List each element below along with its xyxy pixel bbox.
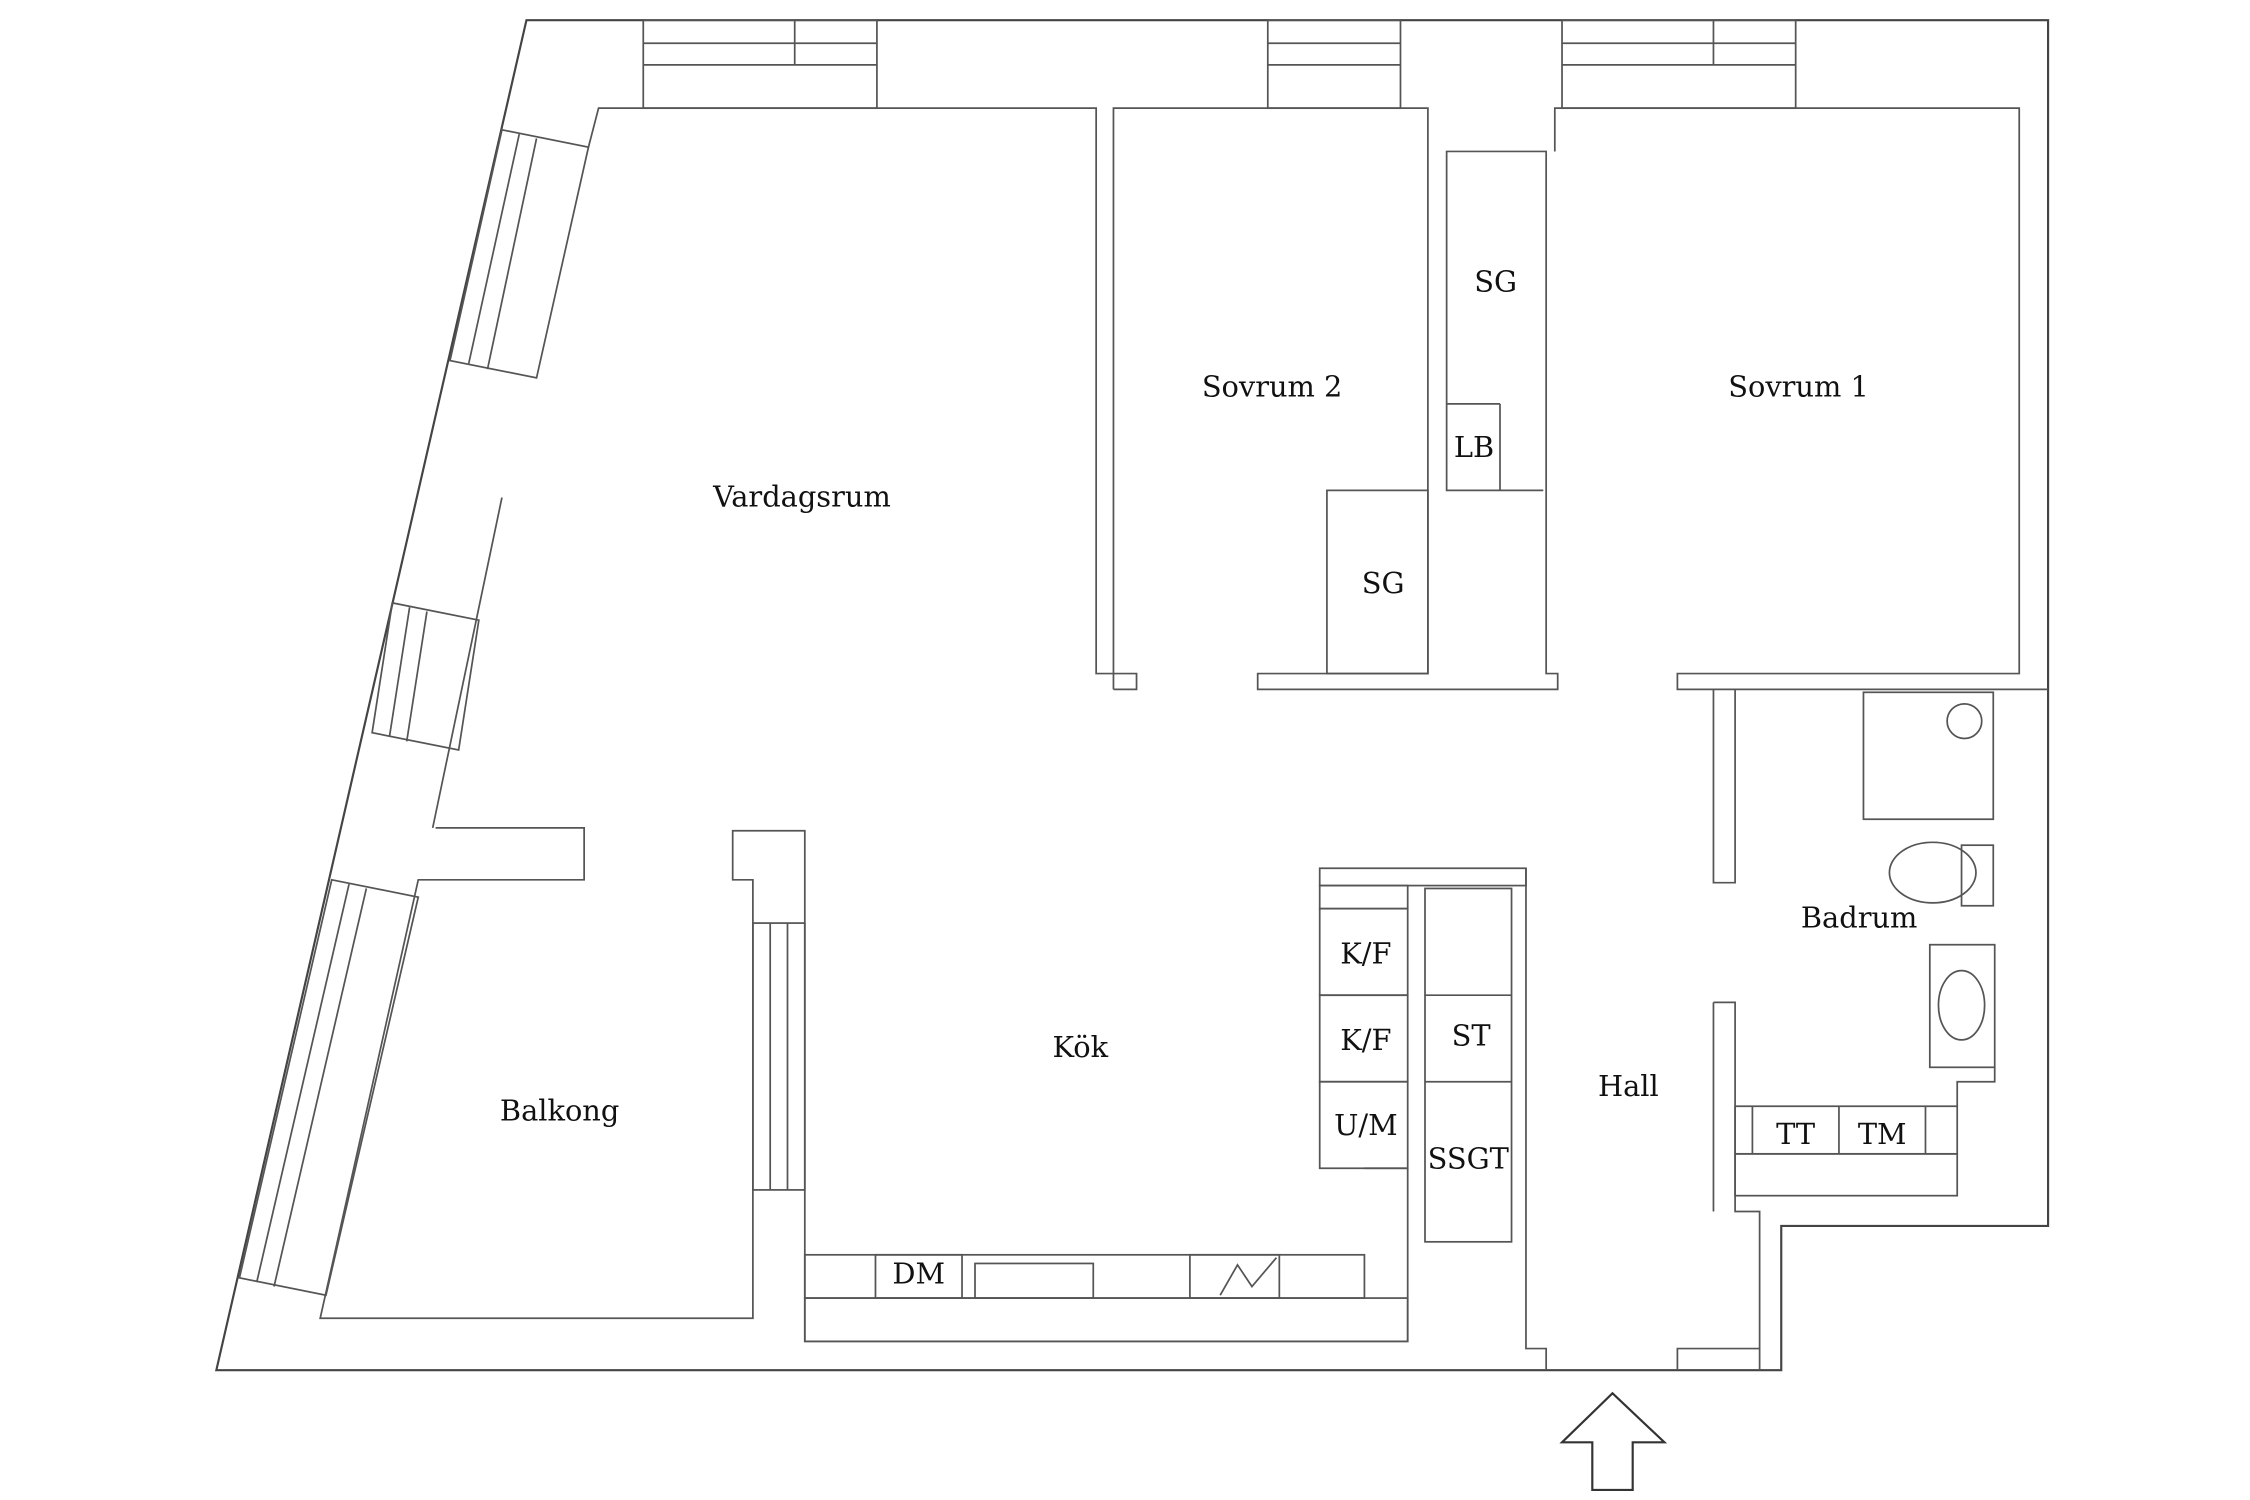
room-label-kok: Kök — [1052, 1030, 1108, 1064]
kitchen-cabinets — [803, 867, 1527, 1343]
outer-wall — [214, 19, 2050, 1372]
entrance-arrow-icon — [1559, 1391, 1668, 1491]
room-label-hall: Hall — [1598, 1069, 1659, 1103]
fixture-label-lb: LB — [1454, 430, 1494, 464]
room-label-balkong: Balkong — [500, 1094, 619, 1128]
interior-walls — [319, 107, 2049, 1371]
stove-icon — [1189, 1253, 1281, 1299]
room-label-sovrum-1: Sovrum 1 — [1728, 370, 1869, 404]
fixture-label-ssgt: SSGT — [1428, 1141, 1509, 1175]
fixture-label-kf: K/F — [1340, 936, 1391, 970]
washbasin-icon — [1937, 969, 1986, 1041]
fixture-label-sg: SG — [1362, 566, 1405, 600]
fixture-label-kf: K/F — [1340, 1023, 1391, 1057]
fixture-label-st: ST — [1452, 1019, 1491, 1053]
fixture-label-dm: DM — [892, 1257, 945, 1291]
fixture-label-tm: TM — [1858, 1117, 1907, 1151]
toilet-icon — [1888, 841, 1977, 904]
room-label-vardagsrum: Vardagsrum — [712, 479, 891, 513]
room-label-badrum: Badrum — [1801, 900, 1918, 934]
fixture-label-sg: SG — [1474, 264, 1517, 298]
shower-icon — [1862, 691, 1995, 821]
windows — [238, 19, 1797, 1297]
bathroom-fixtures — [1734, 691, 1996, 1197]
fixture-label-um: U/M — [1334, 1108, 1398, 1142]
sink-icon — [974, 1262, 1095, 1299]
room-label-sovrum-2: Sovrum 2 — [1202, 370, 1343, 404]
fixture-label-tt: TT — [1776, 1117, 1815, 1151]
